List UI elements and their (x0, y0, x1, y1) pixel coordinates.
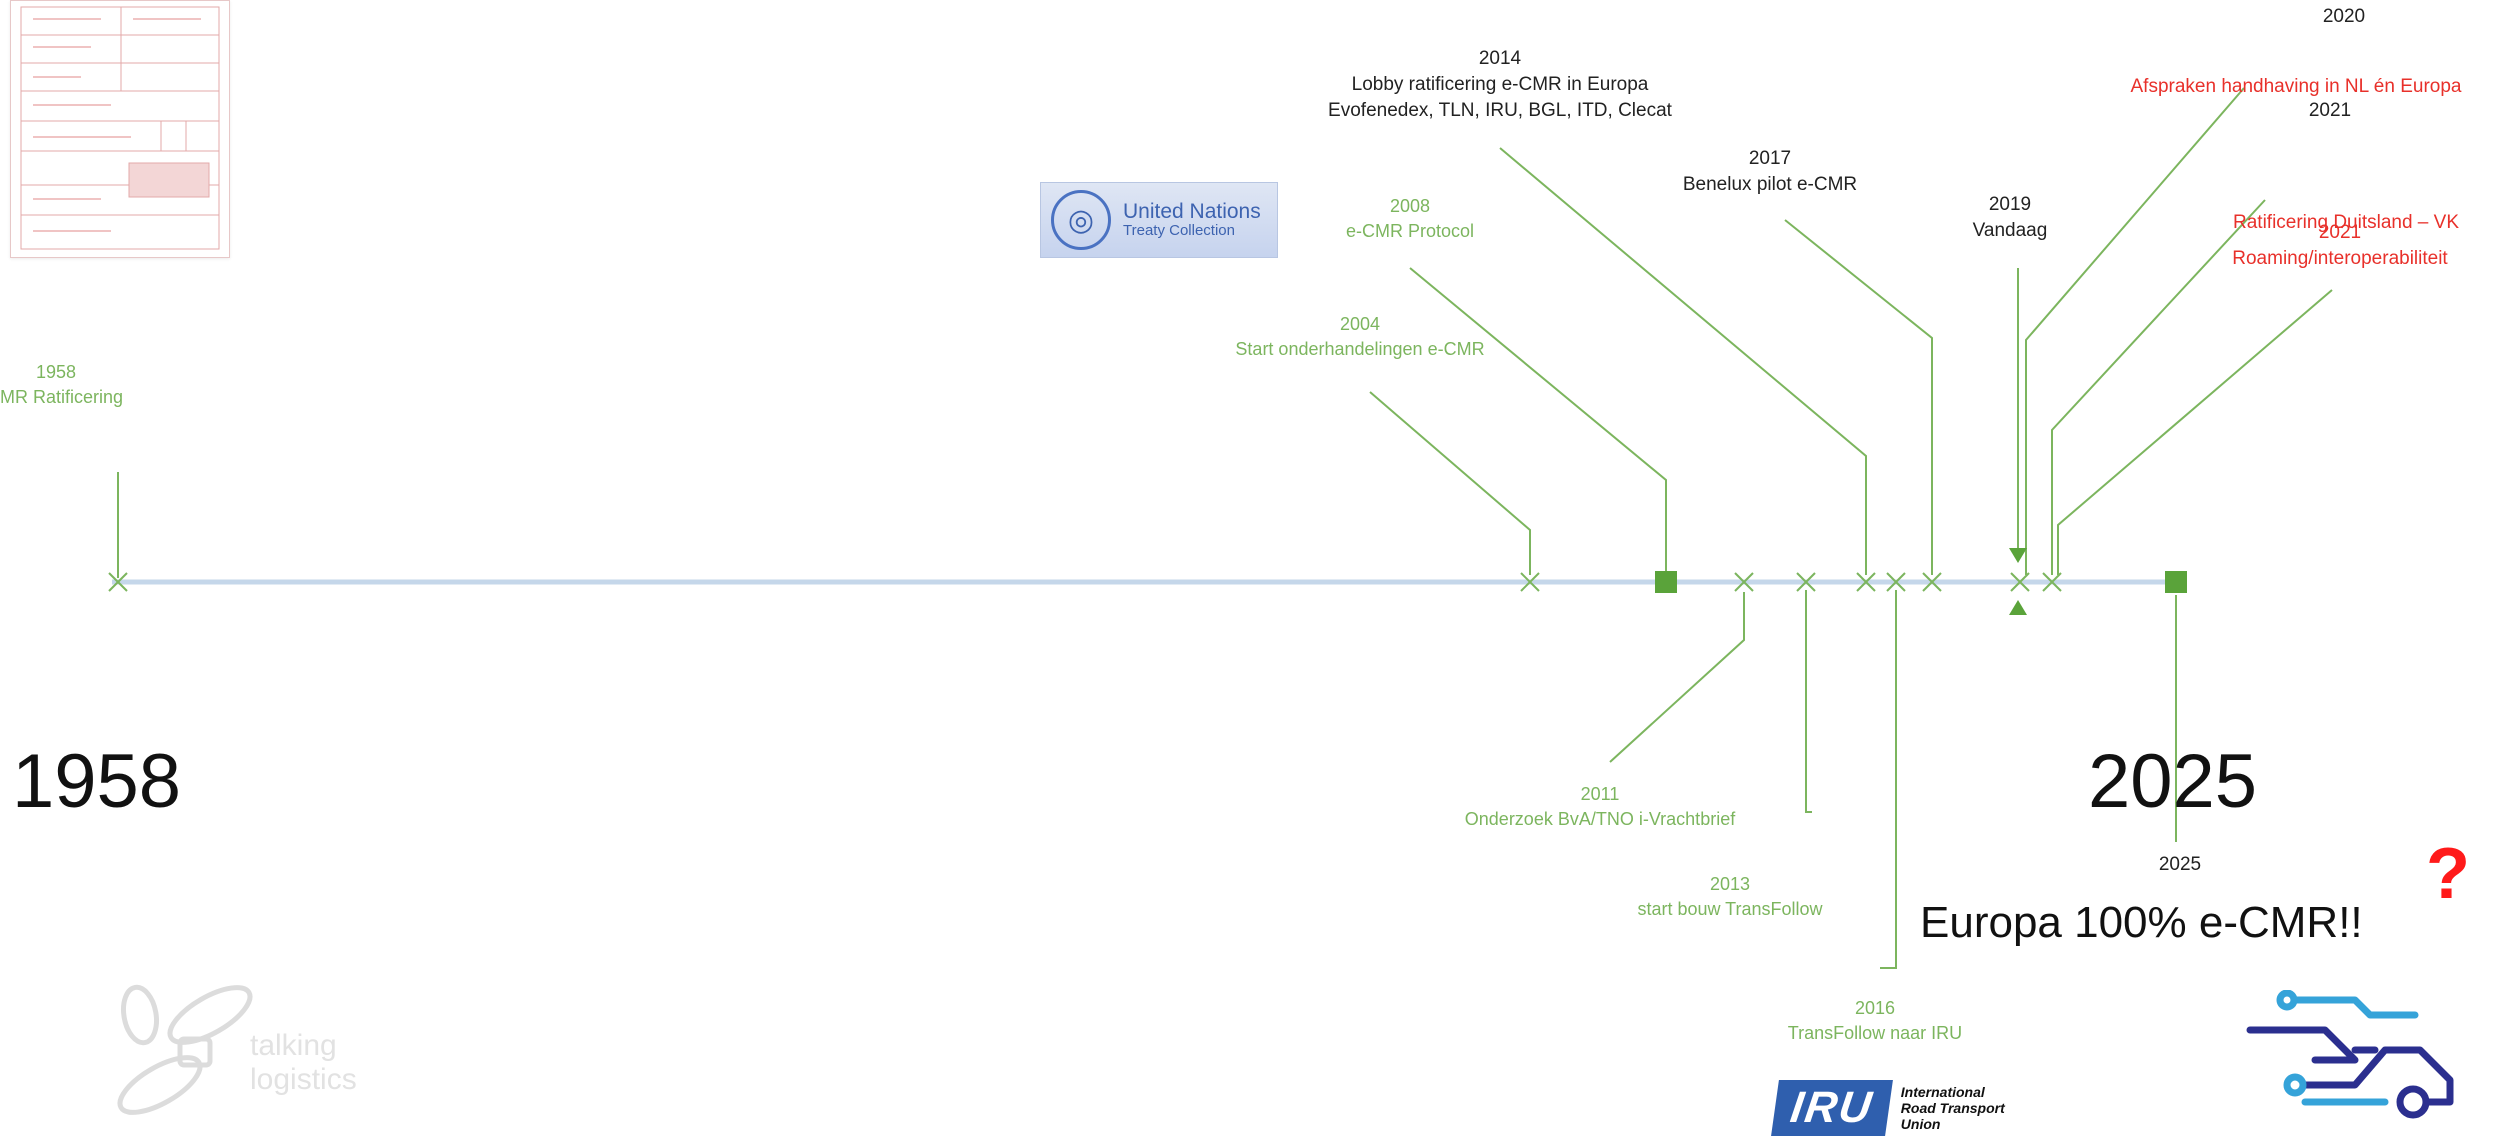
cmr-form-image (20, 6, 220, 250)
event-1958: 1958 MR Ratificering (0, 360, 124, 410)
marker-2013 (1796, 572, 1816, 592)
iru-mark: IRU (1771, 1080, 1893, 1136)
marker-2017 (1922, 572, 1942, 592)
event-2021a-text: Ratificering Duitsland – VK (2196, 210, 2496, 236)
event-2025: 2025 (2130, 852, 2230, 878)
event-year: 2016 (1854, 998, 1896, 1018)
event-2020-year: 2020 (2204, 4, 2484, 30)
event-2011: 2011 Onderzoek BvA/TNO i-Vrachtbrief (1430, 782, 1770, 832)
marker-2008 (1655, 571, 1677, 593)
leader-2004 (1369, 391, 1531, 575)
event-text: Vandaag (1972, 220, 2048, 242)
event-2017: 2017 Benelux pilot e-CMR (1660, 146, 1880, 198)
event-year: 2019 (1988, 194, 2032, 215)
event-text: Afspraken handhaving in NL én Europa (2130, 76, 2462, 97)
event-2016: 2016 TransFollow naar IRU (1740, 996, 2010, 1046)
event-year: 1958 (36, 362, 77, 382)
event-2020-text: Afspraken handhaving in NL én Europa (2096, 74, 2496, 100)
event-2021b: 2021 Roaming/interoperabiliteit (2190, 220, 2490, 272)
iru-name-line1: International (1900, 1083, 1985, 1100)
talking-logo-line2: logistics (250, 1063, 357, 1096)
event-year: 2011 (1580, 784, 1620, 804)
un-logo-line1: United Nations (1123, 200, 1261, 224)
end-year: 2025 (2088, 739, 2258, 824)
leader-2021b (2057, 289, 2333, 575)
event-year: 2004 (1339, 314, 1381, 334)
leader-2021a (2051, 199, 2266, 575)
event-2014: 2014 Lobby ratificering e-CMR in Europa … (1290, 46, 1710, 125)
event-text: e-CMR Protocol (1345, 220, 1475, 241)
event-year: 2014 (1478, 48, 1522, 69)
start-year: 1958 (12, 739, 182, 824)
event-text: start bouw TransFollow (1637, 898, 1823, 919)
event-text: Start onderhandelingen e-CMR (1235, 338, 1485, 359)
marker-2014 (1856, 572, 1876, 592)
event-text: TransFollow naar IRU (1787, 1022, 1963, 1043)
event-text: Ratificering Duitsland – VK (2233, 212, 2459, 233)
leader-2020 (2025, 87, 2245, 575)
leader-2014 (1499, 147, 1867, 575)
un-treaty-logo: ◎ United Nations Treaty Collection (1040, 182, 1278, 258)
talking-logistics-logo: talking logistics (117, 984, 357, 1115)
headline-text: Europa 100% e-CMR!! (1920, 898, 2363, 947)
marker-2016 (1886, 572, 1906, 592)
event-text-line2: Evofenedex, TLN, IRU, BGL, ITD, Clecat (1328, 100, 1672, 122)
leader-2008 (1409, 267, 1667, 572)
event-year: 2021 (2308, 100, 2352, 121)
iru-logo: IRU International Road Transport Union (1771, 1078, 2005, 1138)
iru-name-line3: Union (1900, 1116, 1941, 1133)
marker-2004 (1520, 572, 1540, 592)
event-text: MR Ratificering (0, 386, 124, 407)
leader-2011 (1609, 592, 1745, 763)
marker-2011 (1734, 572, 1754, 592)
event-text-line1: Lobby ratificering e-CMR in Europa (1351, 74, 1649, 96)
leader-2013 (1805, 590, 1812, 813)
event-year: 2013 (1709, 874, 1751, 894)
event-text: Roaming/interoperabiliteit (2232, 248, 2448, 270)
event-2004: 2004 Start onderhandelingen e-CMR (1190, 312, 1530, 362)
event-year: 2021 (2318, 222, 2362, 243)
event-2008: 2008 e-CMR Protocol (1300, 194, 1520, 244)
leader-2016 (1880, 590, 1897, 969)
cmr-document-thumbnail (10, 0, 230, 258)
event-2013: 2013 start bouw TransFollow (1600, 872, 1860, 922)
question-mark: ? (2426, 834, 2470, 914)
marker-1958 (108, 572, 128, 592)
circuit-truck-logo (2246, 990, 2454, 1119)
event-text: Benelux pilot e-CMR (1682, 174, 1858, 196)
leader-lines (117, 87, 2333, 969)
un-emblem-icon: ◎ (1051, 190, 1111, 250)
timeline-markers (108, 548, 2187, 615)
talking-logo-line1: talking (250, 1029, 337, 1062)
marker-2021 (2042, 572, 2062, 592)
un-logo-line2: Treaty Collection (1123, 222, 1235, 240)
iru-name-line2: Road Transport (1900, 1099, 2005, 1116)
event-2019: 2019 Vandaag (1940, 192, 2080, 244)
today-arrow-up (2009, 600, 2027, 615)
event-year: 2025 (2158, 854, 2202, 875)
leader-2017 (1784, 219, 1933, 575)
marker-2025 (2165, 571, 2187, 593)
today-arrow-down (2009, 548, 2027, 563)
event-year: 2017 (1748, 148, 1792, 169)
event-text: Onderzoek BvA/TNO i-Vrachtbrief (1464, 808, 1736, 829)
event-year: 2008 (1389, 196, 1431, 216)
event-year: 2020 (2322, 6, 2366, 27)
marker-2019 (2010, 572, 2030, 592)
event-2021a-year: 2021 (2270, 98, 2390, 124)
